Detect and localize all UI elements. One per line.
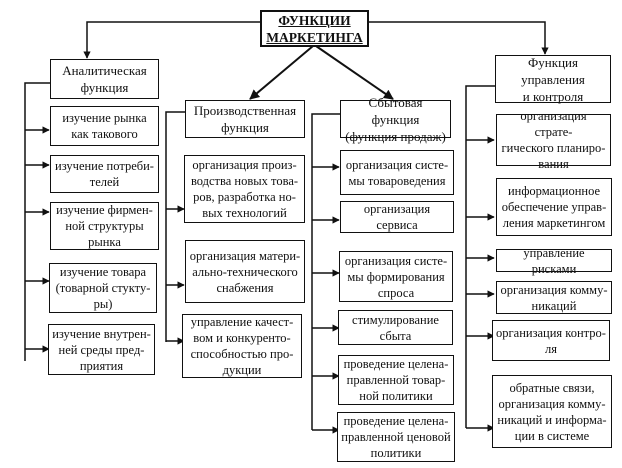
control-item: организация контро- ля [492,320,610,361]
control-item: информационное обеспечение управ- ления … [496,178,612,236]
control-item: управление рисками [496,246,612,276]
sales-item: организация систе- мы формирования спрос… [339,251,453,302]
arrow-to-production [249,45,314,100]
sales-item: стимулирование сбыта [338,310,453,345]
main-title: ФУНКЦИИ МАРКЕТИНГА [260,10,369,47]
control-item: обратные связи, организация комму- никац… [492,375,612,448]
analytic-item: изучение внутрен- ней среды пред- прияти… [48,324,155,375]
analytic-item: изучение рынка как такового [50,106,159,146]
sales-item: проведение целена- правленной товар- ной… [338,355,454,405]
control-item: организация страте- гического планиро- в… [496,109,611,171]
sales-item: проведение целена- правленной ценовой по… [337,412,455,462]
sales-item: организация сервиса [340,201,454,233]
analytic-item: изучение фирмен- ной структуры рынка [50,202,159,250]
analytic-item: изучение потреби- телей [50,155,159,193]
control-item: организация комму- никаций [496,281,612,314]
production-item: организация произ- водства новых това- р… [184,155,305,223]
analytic-item: изучение товара (товарной стукту- ры) [49,263,157,313]
production-function-header: Производственная функция [185,100,305,138]
control-function-header: Функция управления и контроля [495,55,611,104]
production-item: управление качест- вом и конкуренто- спо… [182,314,302,378]
arrow-to-control [368,21,549,55]
sales-item: организация систе- мы товароведения [340,150,454,195]
production-item: организация матери- ально-технического с… [185,240,305,303]
sales-function-header: Сбытовая функция (функция продаж) [340,95,451,144]
analytic-function-header: Аналитическая функция [50,59,159,99]
arrow-to-sales [315,45,394,100]
arrow-to-analytic [83,21,260,59]
